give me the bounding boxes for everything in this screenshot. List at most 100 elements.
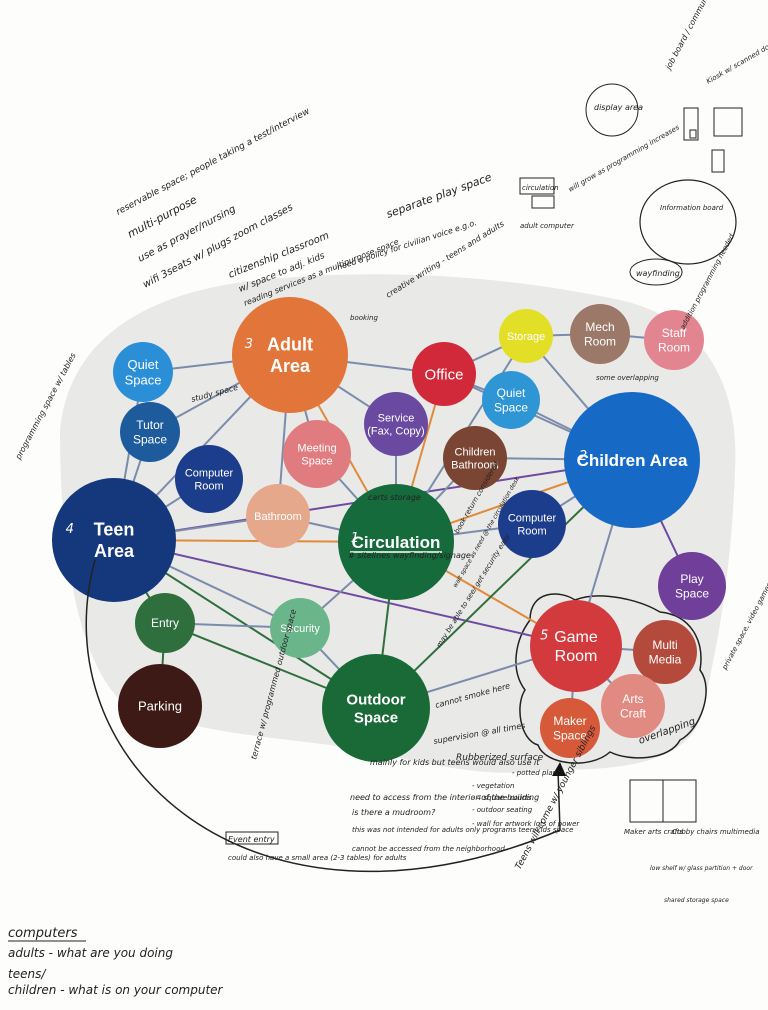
node-label: Space: [301, 455, 332, 467]
node-label: Room: [658, 340, 690, 354]
wayfinding-signage-note: # sitelines wayfinding/signage: [348, 551, 471, 560]
node-label: Maker: [553, 714, 586, 728]
separate-play-note: separate play space: [385, 171, 494, 221]
node-circle: [364, 392, 428, 456]
node-label: Room: [517, 525, 546, 537]
node-circle: [412, 342, 476, 406]
node-service: Service(Fax, Copy): [364, 392, 428, 456]
node-label: Computer: [508, 512, 557, 524]
node-label: Craft: [620, 706, 647, 720]
node-label: Room: [555, 648, 598, 665]
node-circle: [120, 402, 180, 462]
info-sketch: [713, 107, 743, 137]
node-label: Space: [553, 728, 587, 742]
node-label: Security: [280, 623, 320, 635]
some-overlapping-note: some overlapping: [596, 374, 659, 382]
quiet-note-3: use as prayer/nursing: [136, 204, 237, 265]
circulation-top-label: circulation: [522, 184, 559, 192]
node-circle: [135, 593, 195, 653]
list-item-5: - wall for artwork lots of power: [472, 820, 580, 828]
node-label: Bathroom: [451, 459, 499, 471]
outdoor-note-4: this was not intended for adults only pr…: [352, 826, 573, 834]
node-circle: [570, 304, 630, 364]
node-label: Office: [425, 366, 464, 383]
node-circle: [658, 552, 726, 620]
node-label: Space: [354, 709, 398, 726]
node-label: Bathroom: [254, 511, 302, 523]
kiosk-note: Kiosk w/ scanned documents: [705, 28, 768, 86]
outdoor-note-1: mainly for kids but teens would also use…: [370, 758, 540, 767]
teen-loop-arrow: [85, 559, 561, 872]
booking-note: booking: [350, 314, 378, 322]
node-storage: Storage: [499, 309, 553, 363]
job-board-note: job board / community information: [663, 0, 737, 72]
display-area-circle: [585, 83, 639, 137]
node-label: (Fax, Copy): [367, 425, 424, 437]
maker-arts-note: Maker arts crafts: [624, 828, 684, 836]
node-office: Office: [412, 342, 476, 406]
node-circle: [601, 674, 665, 738]
node-label: Service: [378, 412, 415, 424]
node-number: 2: [579, 449, 587, 464]
wayfinding-circle: [629, 258, 683, 286]
info-board-circle: [639, 179, 737, 265]
node-circle: [633, 620, 697, 684]
node-entry: Entry: [135, 593, 195, 653]
node-circle: [118, 664, 202, 748]
game-cluster-cloud: [515, 593, 707, 764]
carts-storage-note: carts storage: [368, 493, 421, 502]
node-circle: [283, 420, 351, 488]
node-circle: [644, 310, 704, 370]
outdoor-note-3: is there a mudroom?: [352, 808, 436, 817]
node-label: Children: [455, 446, 496, 458]
node-circle: [498, 490, 566, 558]
node-label: Mech: [585, 320, 614, 334]
multimedia-note: private space, video games: [720, 581, 768, 671]
computers-teens: teens/: [8, 967, 47, 981]
node-label: Computer: [185, 467, 234, 479]
node-label: Quiet: [127, 357, 158, 372]
node-circle: [270, 598, 330, 658]
node-label: Space: [125, 372, 162, 387]
node-label: Outdoor: [346, 691, 405, 708]
node-label: Play: [680, 572, 703, 586]
list-item-3: - 4 square courts: [472, 794, 532, 802]
nodes: QuietSpaceTutorSpaceAdultArea3MeetingSpa…: [52, 297, 726, 762]
node-label: Entry: [151, 616, 179, 630]
grow-note: will grow as programming increases: [567, 123, 681, 193]
circulation-top-box: [519, 177, 555, 195]
list-item-4: - outdoor seating: [472, 806, 533, 814]
node-label: Room: [584, 334, 616, 348]
node-label: Staff: [662, 326, 687, 340]
node-label: Space: [133, 432, 167, 446]
node-circle: [232, 297, 348, 413]
node-circle: [499, 309, 553, 363]
node-label: Circulation: [352, 533, 441, 552]
node-label: Meeting: [297, 442, 336, 454]
node-circle: [530, 600, 622, 692]
node-label: Game: [554, 629, 598, 646]
node-label: Teen: [94, 520, 135, 540]
node-label: Media: [649, 652, 682, 666]
event-entry-note: could also have a small area (2-3 tables…: [228, 854, 407, 862]
node-circle: [246, 484, 310, 548]
list-item-2: - vegetation: [472, 782, 514, 790]
node-label: Children Area: [577, 451, 688, 470]
outdoor-note-2: need to access from the interior of the …: [350, 793, 539, 802]
display-area-label: display area: [594, 103, 643, 112]
